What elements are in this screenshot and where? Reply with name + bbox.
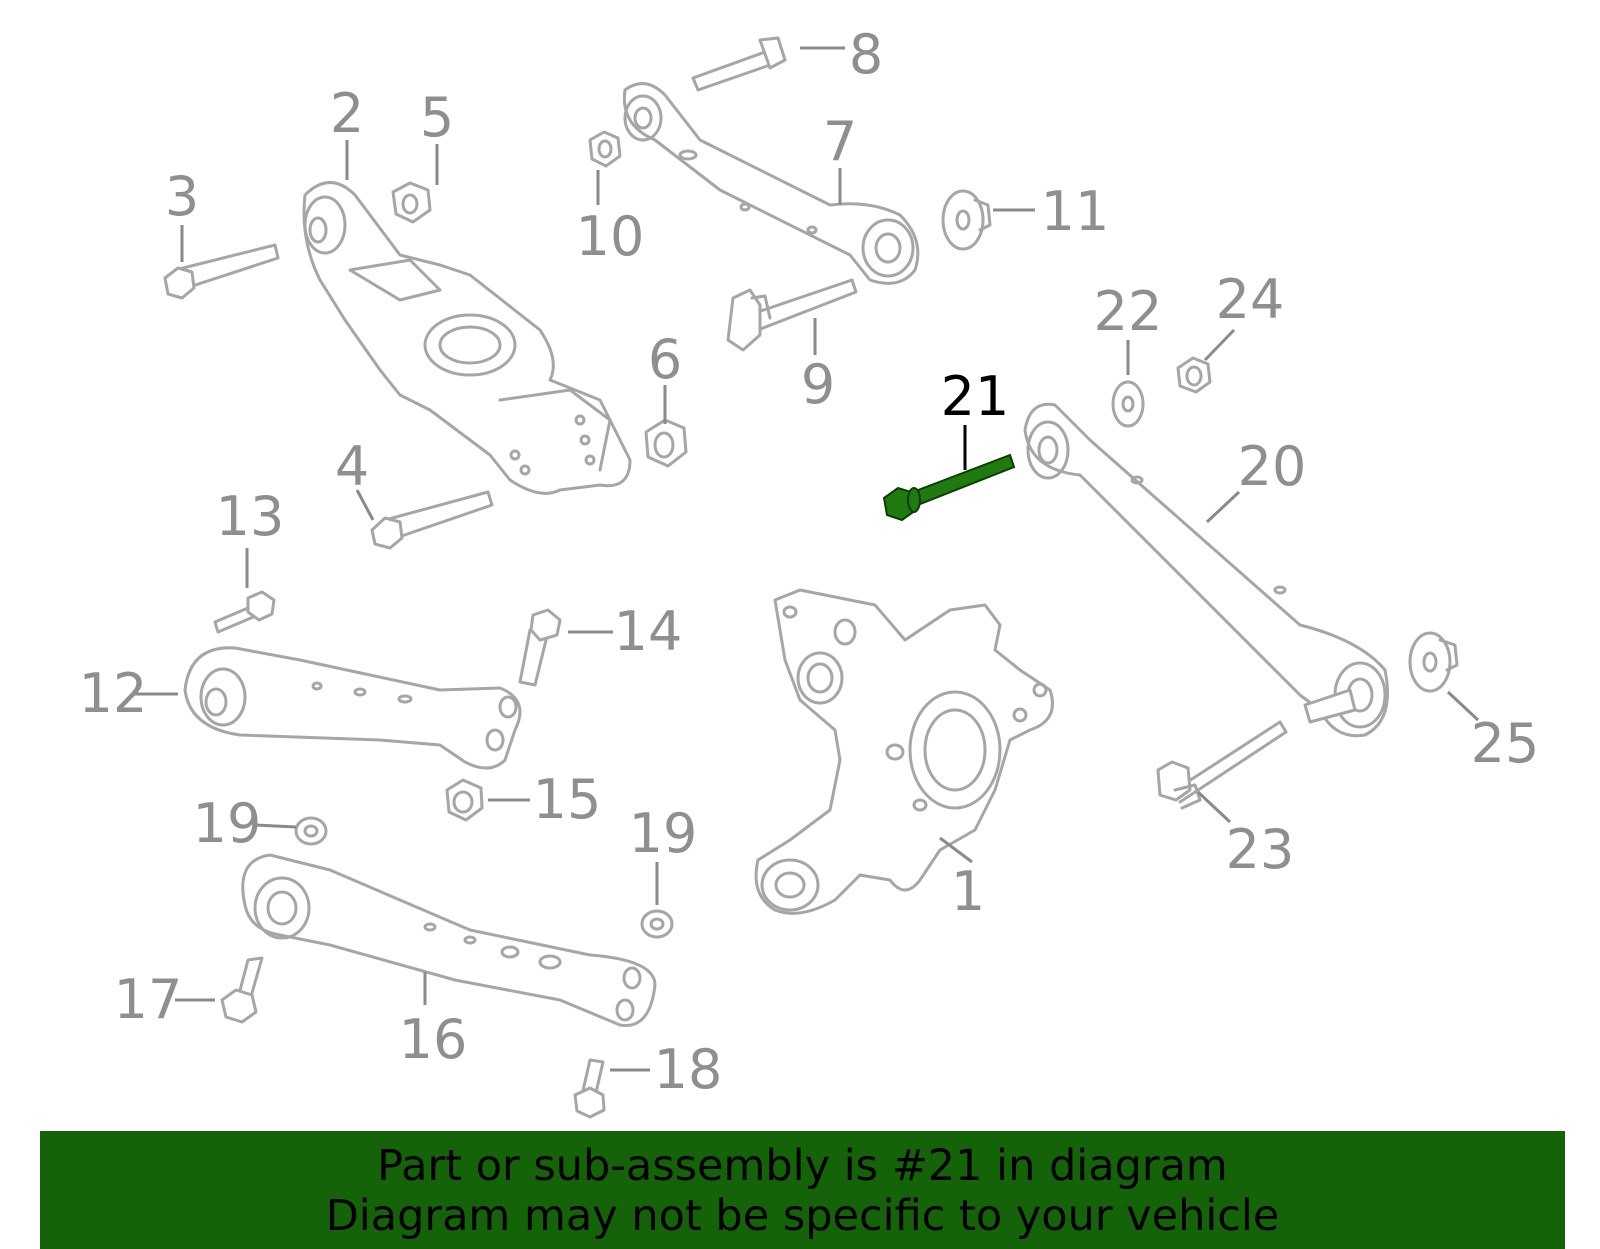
part-20-lower-arm [1023,402,1389,738]
callout-21-highlighted: 21 [941,365,1010,428]
callout-17: 17 [114,968,183,1031]
callout-19-a: 19 [193,792,262,855]
part-5-nut [391,181,432,224]
part-14-bolt [518,608,562,687]
callout-7: 7 [823,110,857,173]
callout-11: 11 [1041,180,1110,243]
callout-10: 10 [576,205,645,268]
info-banner: Part or sub-assembly is #21 in diagram D… [40,1131,1565,1249]
part-22-washer [1111,380,1145,428]
part-10-nut [588,130,622,168]
part-1-knuckle [754,588,1054,915]
part-9-cam-bolt [726,278,858,352]
callout-25: 25 [1471,712,1540,775]
callout-8: 8 [849,23,883,86]
callout-1: 1 [951,860,985,923]
callout-23: 23 [1226,818,1295,881]
part-11-washer [941,189,992,251]
part-25-washer [1408,631,1459,693]
part-12-arm [183,646,522,770]
part-18-bolt [573,1058,606,1119]
part-15-nut [445,778,484,822]
part-17-bolt [220,956,264,1024]
callout-2: 2 [330,82,364,145]
callout-4: 4 [335,435,369,498]
part-7-upper-arm [622,82,920,285]
banner-line-2: Diagram may not be specific to your vehi… [325,1191,1280,1241]
part-16-arm [241,853,657,1027]
part-6-nut [644,418,688,468]
part-23-bolt [1156,720,1288,810]
part-24-nut [1176,356,1212,394]
leader-lines [135,46,1480,1072]
callout-24: 24 [1216,268,1285,331]
part-19-nut-a [294,816,328,846]
banner-line-1: Part or sub-assembly is #21 in diagram [377,1141,1228,1191]
callout-9: 9 [801,353,835,416]
callout-20: 20 [1238,435,1307,498]
part-4-bolt [370,490,494,550]
callout-3: 3 [165,165,199,228]
part-8-bolt [691,36,787,92]
part-21-bolt-highlighted [882,453,1016,522]
callout-16: 16 [399,1008,468,1071]
callout-19-b: 19 [629,802,698,865]
part-3-bolt [163,243,280,300]
callout-13: 13 [216,485,285,548]
part-13-bolt [213,590,276,634]
callout-22: 22 [1094,280,1163,343]
callout-6: 6 [648,328,682,391]
part-2-crossmember [302,181,632,495]
callout-15: 15 [533,768,602,831]
callout-18: 18 [654,1038,723,1101]
part-19-nut-b [640,909,674,939]
callout-12: 12 [79,662,148,725]
callout-5: 5 [420,86,454,149]
callout-14: 14 [614,600,683,663]
